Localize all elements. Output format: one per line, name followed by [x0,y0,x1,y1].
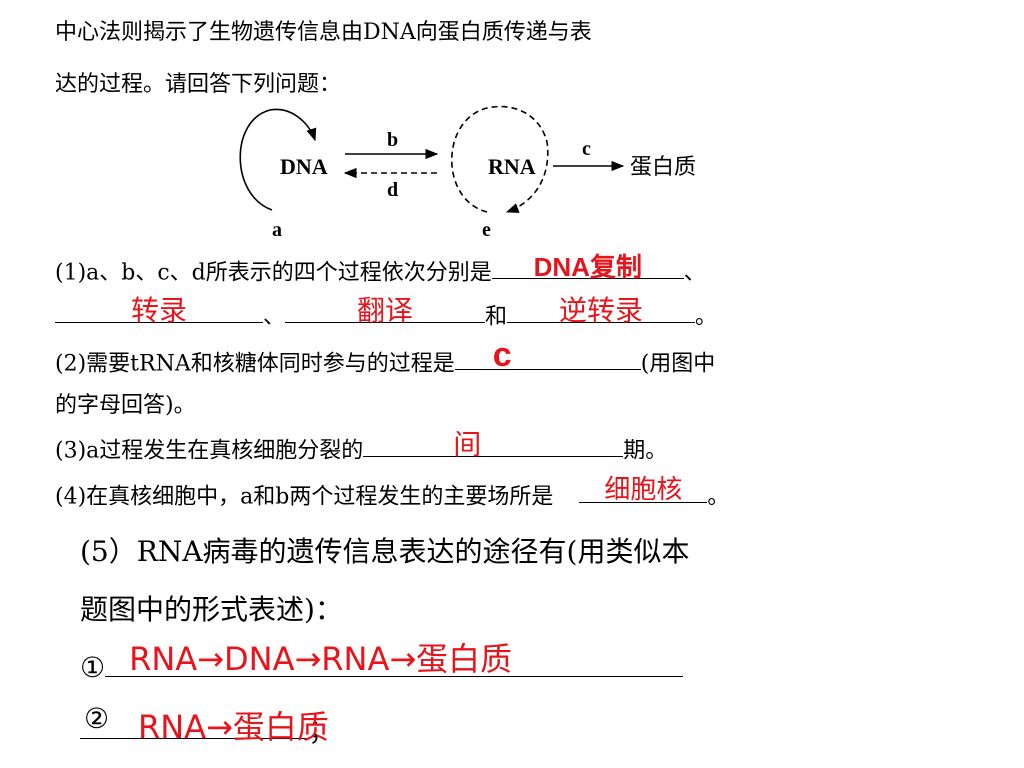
q4-text: (4)在真核细胞中，a和b两个过程发生的主要场所是 [55,484,554,510]
q5-answer-1: RNA→DNA→RNA→蛋白质 [129,640,513,678]
q5-line-3: ① RNA→DNA→RNA→蛋白质 [80,640,684,685]
q5-line-4: ② RNA→蛋白质； [80,702,337,748]
q1-line-2: 转录 、 翻译 和 逆转录 。 [55,294,718,330]
q5-answer-2: RNA→蛋白质 [138,708,329,746]
central-dogma-diagram: DNA RNA 蛋白质 a b c d e [239,105,696,240]
q1-end: 。 [695,304,718,330]
loop-a-arrow [239,108,317,211]
q3-blank[interactable]: 间 [363,428,624,461]
q3-after: 期。 [623,438,668,464]
q1-sep-2: 、 [263,304,286,330]
q3-answer: 间 [453,428,482,461]
node-protein: 蛋白质 [630,155,696,180]
intro-line-1: 中心法则揭示了生物遗传信息由DNA向蛋白质传递与表 [55,20,592,45]
q1-sep-1: 、 [683,260,706,286]
label-e: e [482,219,491,240]
intro-line-2: 达的过程。请回答下列问题： [55,72,342,97]
label-d: d [387,179,398,201]
node-rna: RNA [488,154,536,179]
loop-e-arrow [450,105,549,213]
node-dna: DNA [280,154,328,179]
q1-answer-4: 逆转录 [559,294,644,327]
q4-after: 。 [707,484,730,510]
label-a: a [272,219,282,240]
label-b: b [387,129,398,151]
q2-text: (2)需要tRNA和核糖体同时参与的过程是 [55,351,455,377]
q2-after: (用图中 [640,351,716,377]
q5-blank-1[interactable]: RNA→DNA→RNA→蛋白质 [105,640,684,678]
q5-marker-2: ② [84,702,110,735]
q2-line-2: 的字母回答)。 [55,393,196,418]
q1-sep-3: 和 [485,304,508,330]
q1-answer-1: DNA复制 [533,252,642,282]
q5-end-2: ； [308,713,337,747]
q1-blank-2[interactable]: 转录 [55,294,263,327]
label-c: c [582,138,591,160]
q4-answer: 细胞核 [604,475,683,505]
q2-blank[interactable]: c [454,336,641,374]
q1-line-1: (1)a、b、c、d所表示的四个过程依次分别是 DNA复制 、 [55,252,706,286]
q1-answer-3: 翻译 [357,294,414,327]
q5-line-1: (5）RNA病毒的遗传信息表达的途径有(用类似本 [80,535,690,568]
q3-text: (3)a过程发生在真核细胞分裂的 [55,438,364,464]
q2-answer: c [492,336,512,374]
q5-line-2: 题图中的形式表述)： [80,593,343,626]
q5-marker-1: ① [80,651,106,685]
q4-blank[interactable]: 细胞核 [579,475,708,505]
q4-line: (4)在真核细胞中，a和b两个过程发生的主要场所是 细胞核。 [55,475,730,510]
q3-line: (3)a过程发生在真核细胞分裂的 间 期。 [55,428,668,464]
q1-text: (1)a、b、c、d所表示的四个过程依次分别是 [55,260,492,286]
q1-blank-4[interactable]: 逆转录 [507,294,696,327]
q1-answer-2: 转录 [130,294,187,327]
q2-line-1: (2)需要tRNA和核糖体同时参与的过程是 c (用图中 [55,336,716,377]
q1-blank-1[interactable]: DNA复制 [491,252,684,282]
q1-blank-3[interactable]: 翻译 [285,294,486,327]
q5-blank-2[interactable]: ② RNA→蛋白质 [80,702,329,746]
